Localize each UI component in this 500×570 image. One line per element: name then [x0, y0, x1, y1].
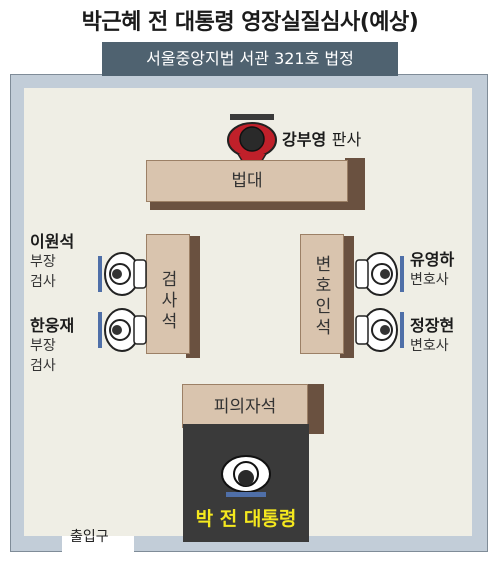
- judge-figure-icon: [227, 114, 277, 165]
- prosecutor-2-hair: [112, 325, 122, 335]
- defendant-desk-label: 피의자석: [182, 384, 308, 428]
- prosecutor-1-chair: [98, 256, 102, 292]
- lawyer-1-hair: [380, 269, 390, 279]
- prosecutor-1-name: 이원석: [30, 232, 75, 251]
- judge-name-text: 강부영: [282, 130, 327, 149]
- prosecutor-2-title-1: 부장: [30, 338, 56, 354]
- bench-label: 법대: [146, 160, 348, 202]
- prosecutor-1-hair: [112, 269, 122, 279]
- judge-chair-back: [230, 114, 274, 120]
- defendant-desk-side: [304, 384, 324, 430]
- courtroom-name: 서울중앙지법 서관 321호 법정: [102, 42, 398, 76]
- prosecutor-desk-label: 검사석: [146, 234, 190, 354]
- defendant-hair: [238, 470, 254, 486]
- defendant-chair: [226, 492, 266, 497]
- defendant-figure-icon: [221, 455, 271, 497]
- lawyer-1-arms: [355, 259, 369, 289]
- bench-side: [345, 158, 365, 210]
- prosecutor-2-title-2: 검사: [30, 358, 56, 374]
- prosecutor-2-figure-icon: [98, 308, 147, 352]
- entrance-label: 출입구: [70, 529, 109, 545]
- defense-desk-label: 변호인석: [300, 234, 344, 354]
- lawyer-1-title: 변호사: [410, 272, 449, 288]
- judge-title-text: 판사: [331, 130, 362, 149]
- prosecutor-1-title-1: 부장: [30, 254, 56, 270]
- prosecutor-1-figure-icon: [98, 252, 147, 296]
- lawyer-2-title: 변호사: [410, 338, 449, 354]
- judge-name: 강부영 판사: [282, 126, 361, 150]
- lawyer-2-chair: [400, 312, 404, 348]
- lawyer-2-hair: [380, 325, 390, 335]
- diagram-title: 박근혜 전 대통령 영장실질심사(예상): [81, 10, 419, 35]
- prosecutor-1-title-2: 검사: [30, 274, 56, 290]
- lawyer-1-figure-icon: [355, 252, 404, 296]
- prosecutor-2-name: 한웅재: [30, 316, 75, 335]
- lawyer-2-arms: [355, 315, 369, 345]
- entrance-gap: [62, 536, 134, 552]
- prosecutor-2-caption: 한웅재 부장 검사: [30, 312, 74, 376]
- defendant-label: 박 전 대통령: [195, 508, 297, 530]
- prosecutor-2-chair: [98, 312, 102, 348]
- judge-head: [239, 126, 265, 152]
- lawyer-2-figure-icon: [355, 308, 404, 352]
- lawyer-1-name: 유영하: [410, 250, 455, 269]
- lawyer-1-caption: 유영하 변호사: [410, 246, 454, 290]
- lawyer-2-name: 정장현: [410, 316, 455, 335]
- lawyer-2-caption: 정장현 변호사: [410, 312, 454, 356]
- prosecutor-1-caption: 이원석 부장 검사: [30, 228, 74, 292]
- prosecutor-1-arms: [133, 259, 147, 289]
- lawyer-1-chair: [400, 256, 404, 292]
- prosecutor-2-arms: [133, 315, 147, 345]
